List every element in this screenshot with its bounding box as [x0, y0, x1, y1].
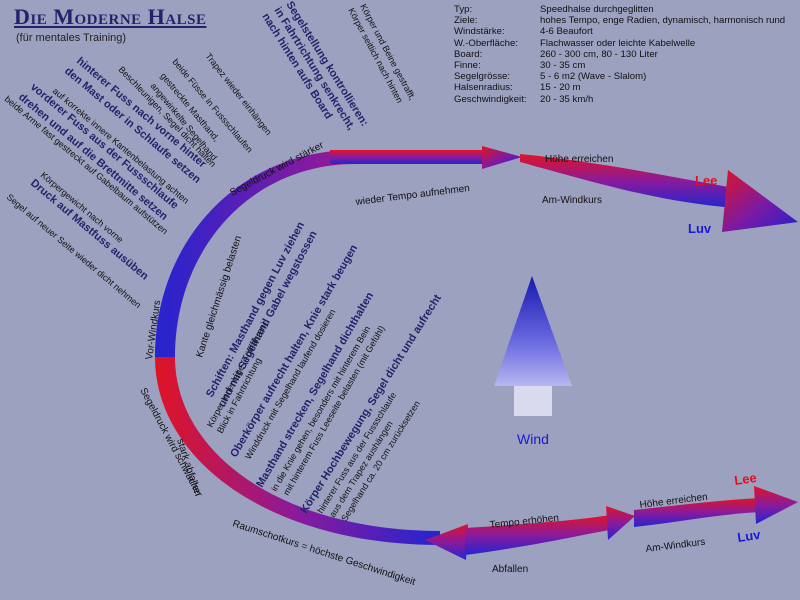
spec-value: 4-6 Beaufort — [540, 26, 593, 38]
track-top-straight-2 — [520, 154, 735, 208]
outer-note: Trapez wieder einhängen — [203, 51, 273, 137]
track-arc-upper — [155, 150, 490, 357]
track-bottom-straight — [465, 515, 610, 555]
bottom-lower-label: Am-Windkurs — [645, 537, 706, 555]
spec-value: 30 - 35 cm — [540, 60, 586, 72]
spec-row: Board: 260 - 300 cm, 80 - 130 Liter — [454, 49, 785, 60]
track-bottom-arrowhead-1 — [425, 524, 468, 560]
page-title: Die Moderne Halse — [14, 4, 207, 29]
wind-indicator: Wind — [494, 276, 572, 447]
spec-value: 5 - 6 m2 (Wave - Slalom) — [540, 71, 647, 83]
spec-row: Typ: Speedhalse durchgeglitten — [454, 4, 785, 15]
spec-value: 15 - 20 m — [540, 82, 581, 94]
page-subtitle: (für mentales Training) — [16, 32, 127, 44]
top-lee-label: Lee — [695, 173, 717, 188]
spec-row: Halsenradius: 15 - 20 m — [454, 82, 785, 93]
spec-key: Geschwindigkeit: — [454, 93, 527, 105]
track-bottom-straight-2 — [634, 498, 760, 527]
spec-row: Geschwindigkeit: 20 - 35 km/h — [454, 94, 785, 105]
spec-row: W.-Oberfläche: Flachwasser oder leichte K… — [454, 38, 785, 49]
spec-value: Flachwasser oder leichte Kabelwelle — [540, 37, 696, 49]
top-upper-label: Höhe erreichen — [545, 154, 613, 165]
spec-key: Segelgrösse: — [454, 71, 510, 83]
top-luv-label: Luv — [688, 221, 712, 236]
wind-arrow-stem — [514, 386, 552, 416]
spec-value: 20 - 35 km/h — [540, 93, 594, 105]
spec-row: Ziele: hohes Tempo, enge Radien, dynamisc… — [454, 15, 785, 26]
spec-key: Finne: — [454, 60, 481, 72]
spec-table: Typ: Speedhalse durchgeglitten Ziele: hohe… — [454, 4, 785, 105]
top-lower-label: Am-Windkurs — [542, 195, 602, 206]
spec-row: Segelgrösse: 5 - 6 m2 (Wave - Slalom) — [454, 71, 785, 82]
top-left-label: wieder Tempo aufnehmen — [354, 183, 470, 208]
wind-label: Wind — [517, 431, 549, 447]
wind-arrow-icon — [494, 276, 572, 386]
spec-key: Ziele: — [454, 15, 478, 27]
spec-value: Speedhalse durchgeglitten — [540, 4, 654, 15]
track-bottom-arrowhead-2 — [606, 506, 635, 540]
track-top-arrowhead-1 — [482, 146, 522, 169]
track-arc-lower — [155, 357, 440, 545]
outer-note: in Fahrtrichtung senkrecht, — [271, 5, 357, 132]
spec-key: Board: — [454, 48, 483, 60]
track-bottom-arrowhead-3 — [754, 486, 798, 524]
spec-key: W.-Oberfläche: — [454, 37, 518, 49]
bottom-luv-label: Luv — [736, 527, 762, 545]
spec-key: Windstärke: — [454, 26, 505, 38]
spec-value: hohes Tempo, enge Radien, dynamisch, har… — [540, 15, 786, 27]
track-top-arrowhead-2 — [722, 170, 798, 232]
spec-row: Windstärke: 4-6 Beaufort — [454, 26, 785, 37]
spec-key: Typ: — [454, 4, 473, 15]
bottom-lee-label: Lee — [733, 470, 757, 488]
spec-key: Halsenradius: — [454, 82, 513, 94]
spec-value: 260 - 300 cm, 80 - 130 Liter — [540, 48, 658, 60]
track-top-straight — [330, 150, 490, 164]
bottom-left-label: Abfallen — [492, 564, 528, 575]
spec-row: Finne: 30 - 35 cm — [454, 60, 785, 71]
